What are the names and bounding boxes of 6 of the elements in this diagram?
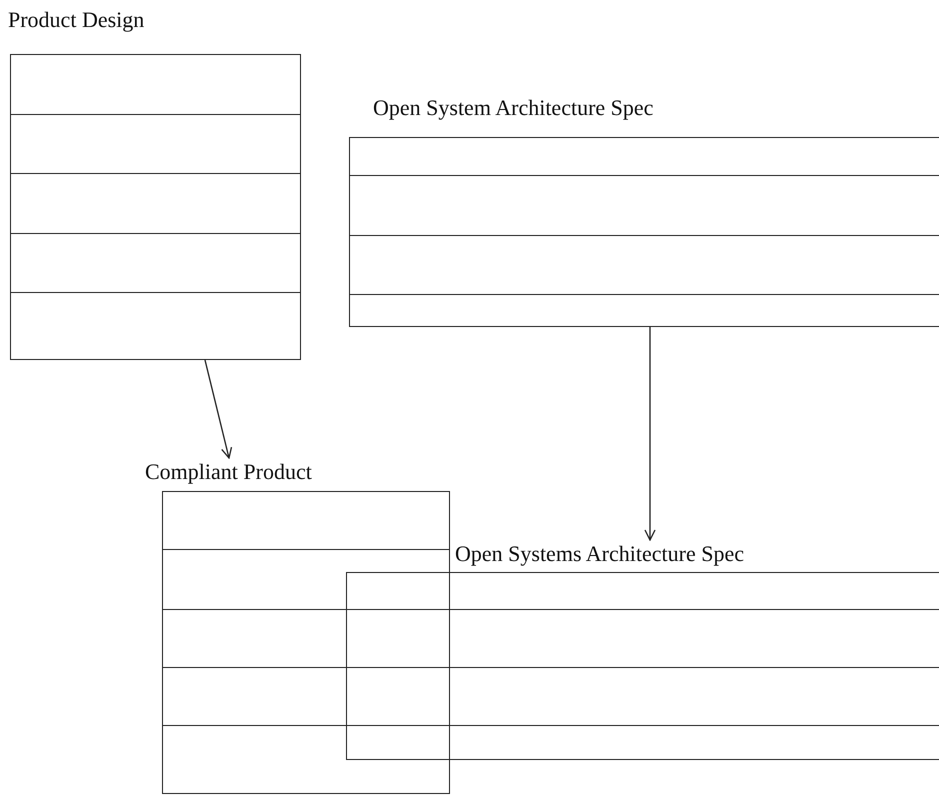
box-heading: Open System Architecture Spec [373, 96, 654, 120]
arrow [204, 360, 232, 459]
box-heading: Product Design [8, 8, 144, 32]
box-heading: Open Systems Architecture Spec [455, 542, 744, 566]
arrow [644, 327, 656, 541]
box-heading: Compliant Product [145, 460, 312, 484]
